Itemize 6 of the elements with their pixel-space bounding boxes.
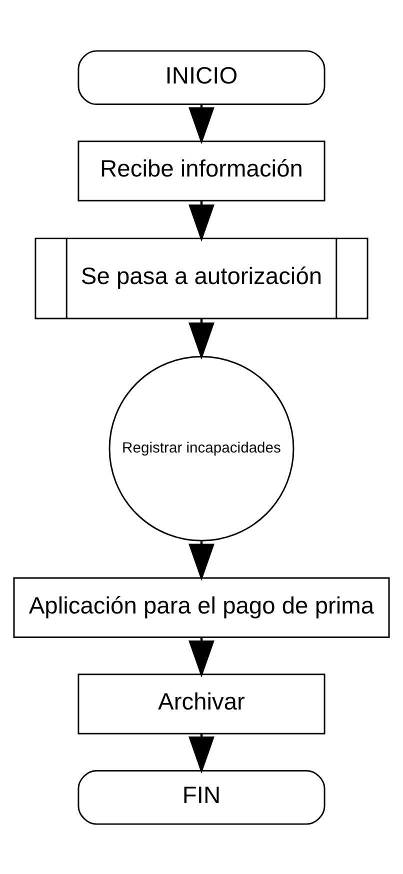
node-box: Archivar <box>78 673 326 734</box>
node-box: Aplicación para el pago de prima <box>13 576 390 638</box>
node-box: INICIO <box>78 50 326 105</box>
node-box: FIN <box>78 769 326 824</box>
node-box: Recibe información <box>78 140 326 201</box>
node-circle: Registrar incapacidades <box>108 355 294 541</box>
